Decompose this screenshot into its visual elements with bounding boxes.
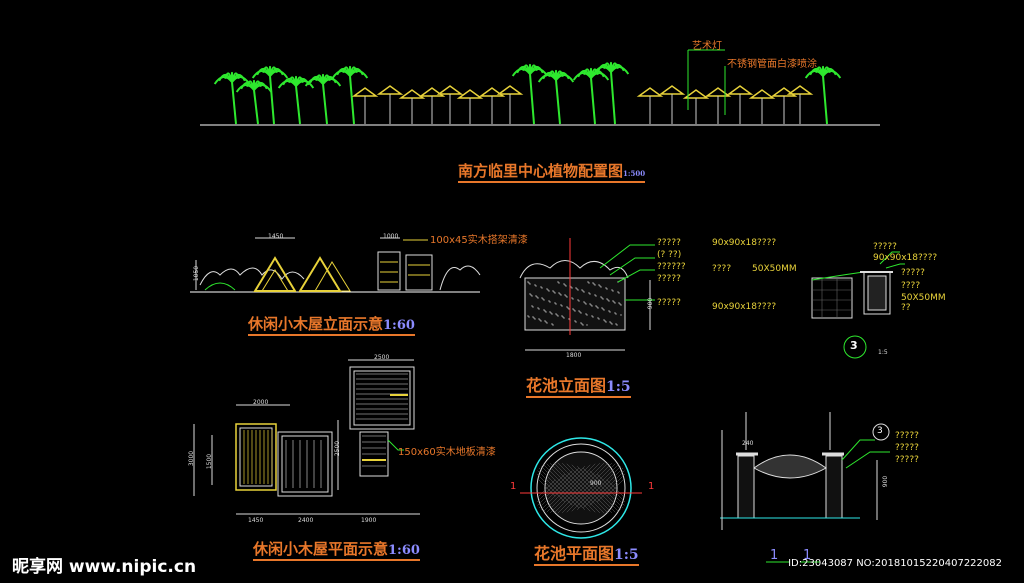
planter-elevation <box>519 238 655 351</box>
dim-section-h: 900 <box>882 475 890 488</box>
detail-3 <box>811 251 905 359</box>
detail-note-4: ???? <box>901 281 921 291</box>
dim-plan-side: 3000 <box>188 450 196 467</box>
dim-planter-plan: 900 <box>590 480 602 487</box>
detail-note-5: 50X50MM <box>901 293 946 303</box>
planter-section <box>720 412 890 563</box>
section-mark-left: 1 <box>510 481 517 492</box>
watermark-id: ID:23043087 NO:20181015220407222082 <box>788 558 1002 569</box>
dim-planter-w: 1800 <box>566 352 582 359</box>
dim-plan-top: 2000 <box>253 399 269 406</box>
planter-spec-1: 90x90x18???? <box>712 238 777 248</box>
wood-frame-label: 100x45实木搭架清漆 <box>430 235 528 246</box>
detail-scale: 1:5 <box>878 349 888 356</box>
hut-elevation <box>190 237 481 293</box>
dim-plan-top2: 2500 <box>374 354 390 361</box>
dim-plan-b3: 1900 <box>361 517 377 524</box>
planter-note-1: ????? <box>657 238 681 248</box>
detail-number: 3 <box>850 339 858 352</box>
detail-note-1: ????? <box>873 242 897 252</box>
hut-plan-title: 休闲小木屋平面示意1:60 <box>253 538 420 561</box>
planter-note-2: (? ??) <box>657 250 682 260</box>
section-note-1: ????? <box>895 431 919 441</box>
planter-spec-2: ???? <box>712 264 732 274</box>
planter-note-4: ????? <box>657 274 681 284</box>
planter-spec-4: 90x90x18???? <box>712 302 777 312</box>
art-lamp-label: 艺术灯 <box>692 41 722 52</box>
dim-plan-side2: 1500 <box>206 453 214 470</box>
palm-trees <box>213 61 842 125</box>
watermark-brand: 昵享网 www.nipic.cn <box>12 557 197 577</box>
dim-hut-elev-w2: 1000 <box>383 233 399 240</box>
dim-hut-elev-h: 1050 <box>193 265 201 282</box>
planter-note-3: ?????? <box>657 262 686 272</box>
hut-plan <box>193 359 420 515</box>
detail-note-6: ?? <box>901 303 911 313</box>
dim-plan-side3: 2500 <box>334 440 342 457</box>
section-note-2: ????? <box>895 443 919 453</box>
section-note-3: ????? <box>895 455 919 465</box>
planter-spec-3: 50X50MM <box>752 264 797 274</box>
dim-section-w: 240 <box>742 440 754 447</box>
planter-plan-title: 花池平面图1:5 <box>534 540 639 566</box>
section-mark-2: 1 <box>803 548 812 563</box>
planter-note-5: ????? <box>657 298 681 308</box>
planter-elevation-title: 花池立面图1:5 <box>526 372 631 398</box>
detail-note-2: 90x90x18???? <box>873 253 938 263</box>
section-mark-right: 1 <box>648 481 655 492</box>
detail-note-3: ????? <box>901 268 925 278</box>
plant-plan-title: 南方临里中心植物配置图1:500 <box>458 160 646 183</box>
hut-elevation-title: 休闲小木屋立面示意1:60 <box>248 313 415 336</box>
dim-hut-elev-w: 1450 <box>268 233 284 240</box>
planter-plan <box>520 437 642 539</box>
dim-planter-h: 900 <box>647 297 655 310</box>
steel-pipe-label: 不锈钢管面白漆喷涂 <box>727 59 817 70</box>
dim-plan-b1: 1450 <box>248 517 264 524</box>
umbrellas <box>351 85 814 124</box>
dim-plan-b2: 2400 <box>298 517 314 524</box>
floor-board-label: 150x60实木地板清漆 <box>398 447 496 458</box>
section-circle-number: 3 <box>877 426 883 436</box>
section-mark-1: 1 <box>770 548 779 563</box>
